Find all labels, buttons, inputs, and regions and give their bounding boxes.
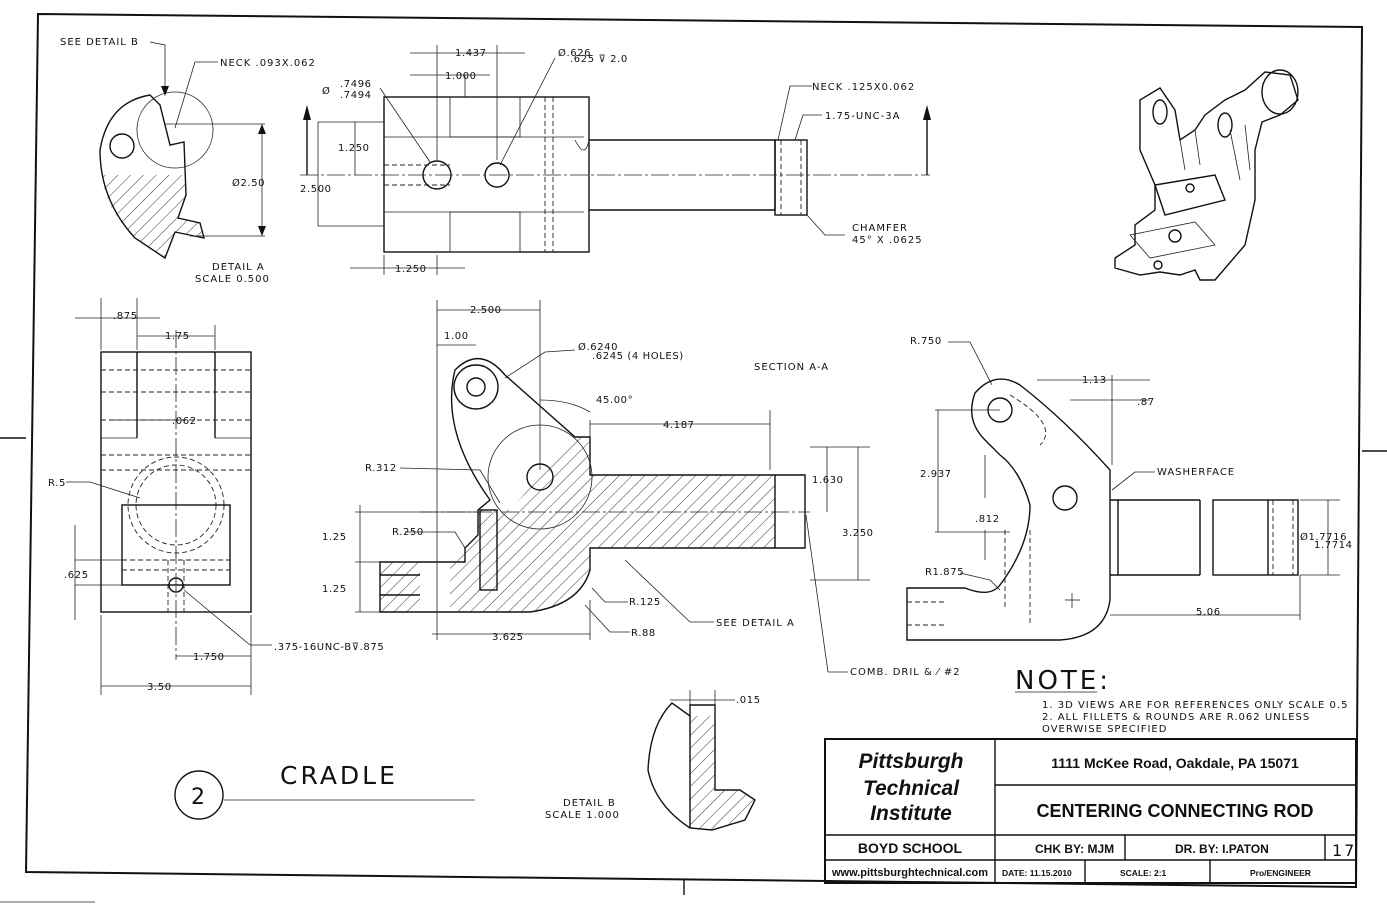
f-r250: R.250 [392,527,424,538]
drawn-by: DR. BY: I.PATON [1175,842,1269,856]
notes-heading: NOTE: [1015,666,1111,696]
s-87: .87 [1137,397,1155,408]
address: 1111 McKee Road, Oakdale, PA 15071 [1051,755,1299,771]
school-line-1: Pittsburgh [859,750,964,773]
notes-line-1: 1. 3D VIEWS ARE FOR REFERENCES ONLY SCAL… [1042,700,1348,711]
f-hole2: .6245 (4 HOLES) [592,351,684,362]
s-1716: Ø1.7716 [1300,531,1347,543]
s-113: 1.13 [1082,375,1107,386]
f-comb: COMB. DRIL & ⁄ #2 [850,667,961,678]
f-r125: R.125 [629,597,661,608]
chamfer-1: CHAMFER [852,223,908,234]
f-4187: 4.187 [663,420,695,431]
drawing-scale: SCALE: 2:1 [1120,868,1167,878]
dim-1437: 1.437 [455,48,487,59]
website: www.pittsburghtechnical.com [831,867,988,879]
f-1630: 1.630 [812,475,844,486]
f-3625: 3.625 [492,632,524,643]
s-washer: WASHERFACE [1157,467,1235,478]
s-r1875: R1.875 [925,567,964,578]
detail-a-scale: SCALE 0.500 [195,274,270,285]
title-block [824,738,1357,884]
part-name: CRADLE [280,761,398,790]
thread-spec: 1.75-UNC-3A [825,111,900,122]
dim-7494: .7494 [340,90,372,101]
detail-b-dim: .015 [736,695,761,706]
dim-tap: .375-16UNC-B⊽.875 [274,642,384,653]
software: Pro/ENGINEER [1250,868,1311,878]
sheet-number: 17 [1332,841,1356,860]
f-r88: R.88 [631,628,656,639]
detail-a-label: DETAIL A [212,262,265,273]
f-125b: 1.25 [322,584,347,595]
dim-175: 1.75 [165,331,190,342]
f-see-a: SEE DETAIL A [716,618,795,629]
side-view [906,341,1340,641]
section-view [355,300,870,673]
detail-b-view [647,690,756,831]
chamfer-2: 45° X .0625 [852,235,923,246]
f-hole1: Ø.6240 [578,341,618,353]
s-r750: R.750 [910,336,942,347]
f-2500: 2.500 [470,305,502,316]
dim-2500: 2.500 [300,184,332,195]
notes-line-2: 2. ALL FILLETS & ROUNDS ARE R.062 UNLESS [1042,712,1310,723]
dim-hole-bot: .625 ⊽ 2.0 [570,54,628,65]
dim-1250: 1.250 [338,143,370,154]
s-2937: 2.937 [920,469,952,480]
school-line-3: Institute [870,802,952,825]
f-100: 1.00 [444,331,469,342]
detail-a-see-b: SEE DETAIL B [60,37,139,48]
dim-phi: Ø [322,85,330,97]
f-45: 45.00° [596,395,633,406]
checked-by: CHK BY: MJM [1035,842,1114,856]
dim-625: .625 [64,570,89,581]
f-r312: R.312 [365,463,397,474]
dim-062: .062 [172,416,197,427]
dim-r5: R.5 [48,478,66,489]
detail-b-scale: SCALE 1.000 [545,810,620,821]
detail-a-neck: NECK .093X.062 [220,58,316,69]
dim-1000: 1.000 [445,71,477,82]
s-1714: 1.7714 [1314,540,1353,551]
dim-hole-top: Ø.626 [558,47,591,59]
top-view [300,45,931,275]
sheet-callout-circle [174,770,224,820]
school-line-2: Technical [863,777,960,800]
dim-1250b: 1.250 [395,264,427,275]
f-125a: 1.25 [322,532,347,543]
detail-a-dia: Ø2.50 [232,177,265,189]
drawing-date: DATE: 11.15.2010 [1002,868,1072,878]
s-812: .812 [975,514,1000,525]
detail-a-view [99,41,266,260]
notes-line-3: OVERWISE SPECIFIED [1042,724,1167,735]
drawing-title: CENTERING CONNECTING ROD [1036,801,1313,821]
dim-350: 3.50 [147,682,172,693]
front-view [66,298,272,695]
division: BOYD SCHOOL [858,840,963,856]
section-label: SECTION A-A [754,362,829,373]
isometric-view [1114,69,1299,281]
detail-b-label: DETAIL B [563,798,616,809]
sheet-callout-number: 2 [191,785,205,810]
neck-2: NECK .125X0.062 [812,82,915,93]
sheet-border [0,12,1387,903]
dim-875: .875 [113,311,138,322]
dim-7496: .7496 [340,79,372,90]
dim-1750: 1.750 [193,652,225,663]
f-3250: 3.250 [842,528,874,539]
s-506: 5.06 [1196,607,1221,618]
